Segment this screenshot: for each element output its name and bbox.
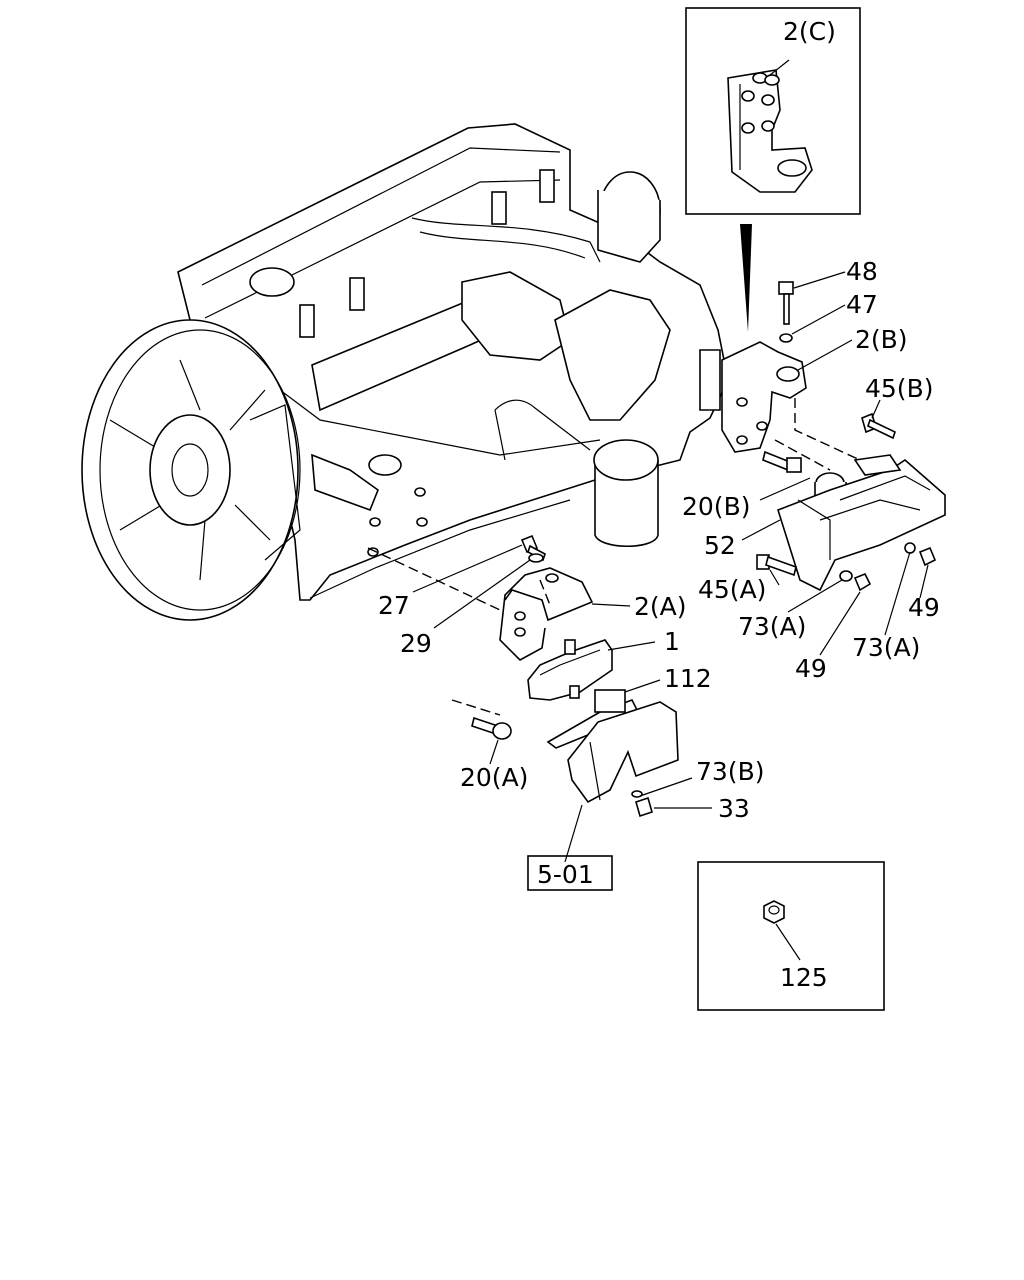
label-45a: 45(A) bbox=[698, 575, 766, 604]
leader-lines bbox=[412, 271, 929, 863]
label-48: 48 bbox=[846, 257, 878, 286]
label-112: 112 bbox=[664, 664, 712, 693]
engine bbox=[177, 123, 729, 601]
label-73a-1: 73(A) bbox=[738, 612, 806, 641]
labels: 2(C) 48 47 2(B) 45(B) 20(B) 52 45(A) 73(… bbox=[378, 17, 940, 992]
label-125: 125 bbox=[780, 963, 828, 992]
label-29: 29 bbox=[400, 629, 432, 658]
label-1: 1 bbox=[664, 627, 680, 656]
inset-2c bbox=[685, 7, 861, 215]
label-49-right: 49 bbox=[908, 593, 940, 622]
ref-box bbox=[527, 855, 613, 891]
label-20b: 20(B) bbox=[682, 492, 750, 521]
fan bbox=[81, 319, 301, 621]
label-33: 33 bbox=[718, 794, 750, 823]
label-73a-2: 73(A) bbox=[852, 633, 920, 662]
inset-pointer bbox=[740, 224, 752, 332]
inset-125 bbox=[697, 861, 885, 1011]
label-ref-5-01: 5-01 bbox=[537, 860, 594, 889]
label-45b: 45(B) bbox=[865, 374, 933, 403]
label-52: 52 bbox=[704, 531, 736, 560]
label-73b: 73(B) bbox=[696, 757, 764, 786]
label-47: 47 bbox=[846, 290, 878, 319]
right-mount bbox=[721, 281, 946, 592]
label-2b: 2(B) bbox=[855, 325, 908, 354]
label-20a: 20(A) bbox=[460, 763, 528, 792]
left-mount bbox=[367, 534, 679, 818]
label-27: 27 bbox=[378, 591, 410, 620]
label-2c: 2(C) bbox=[783, 17, 836, 46]
label-2a: 2(A) bbox=[634, 592, 687, 621]
label-49-left: 49 bbox=[795, 654, 827, 683]
